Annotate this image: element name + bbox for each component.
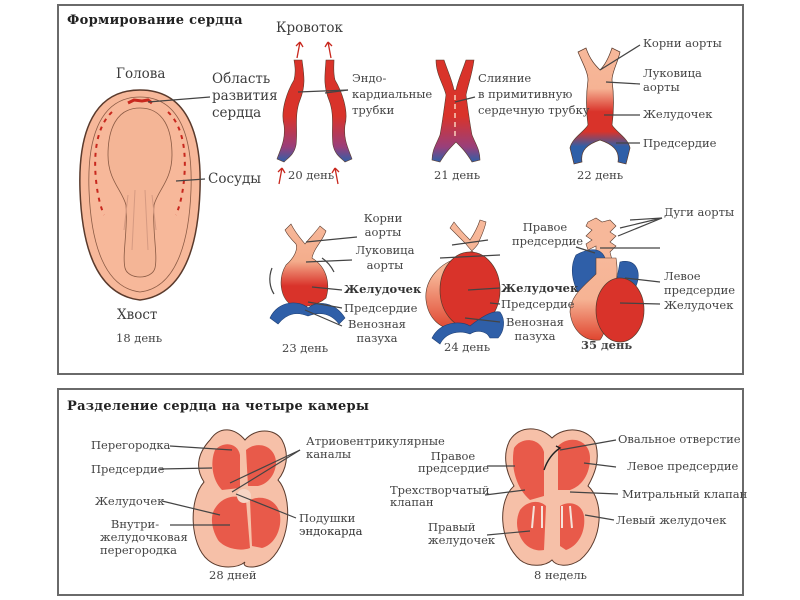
endocardial-tubes-label-1: Эндо- xyxy=(352,71,387,85)
day28-atrium-label: Предсердие xyxy=(91,462,165,476)
day22-aortic-bulb-label-1: Луковица xyxy=(643,66,702,80)
day28-av-canals-label-1: Атриовентрикулярные xyxy=(306,434,445,448)
embryo-caption: 18 день xyxy=(116,331,163,345)
day35-right-atrium-label-2: предсердие xyxy=(512,234,584,248)
day28-caption: 28 дней xyxy=(209,568,257,582)
day23-aortic-roots-label-1: Корни xyxy=(363,211,403,225)
day24-atrium-label: Предсердие xyxy=(501,297,575,311)
fusion-label-1: Слияние xyxy=(478,71,532,85)
day28-cushions-label-2: эндокарда xyxy=(299,524,363,538)
day28-av-canals-label-2: каналы xyxy=(306,447,352,461)
fusion-label-2: в примитивную xyxy=(478,87,573,101)
day23-sinus-label-2: пазуха xyxy=(356,331,398,345)
head-label: Голова xyxy=(116,66,166,82)
heart-formation-title: Формирование сердца xyxy=(67,13,243,28)
day23-sinus-label-1: Венозная xyxy=(348,317,406,331)
week8-tricuspid-label-1: Трехстворчатый xyxy=(390,483,490,497)
day23-aortic-bulb-label-1: Луковица xyxy=(355,243,415,257)
day23-aortic-bulb-label-2: аорты xyxy=(366,258,404,272)
tail-label: Хвост xyxy=(117,307,158,323)
day28-septum-label: Перегородка xyxy=(91,438,171,452)
day35-left-atrium-label-1: Левое xyxy=(664,269,701,283)
day28-iv-septum-label-1: Внутри- xyxy=(110,517,160,531)
day21-caption: 21 день xyxy=(434,168,481,182)
day24-ventricle-label: Желудочек xyxy=(501,281,579,295)
blood-flow-label: Кровоток xyxy=(276,20,343,36)
heart-area-label-2: развития xyxy=(212,88,278,104)
day23-ventricle-label: Желудочек xyxy=(344,282,422,296)
week8-right-ventricle-label-2: желудочек xyxy=(428,533,496,547)
endocardial-tubes-label-3: трубки xyxy=(352,103,395,117)
day22-atrium-label: Предсердие xyxy=(643,136,717,150)
heart-area-label-3: сердца xyxy=(212,105,262,121)
day23-atrium-label: Предсердие xyxy=(344,301,418,315)
week8-right-ventricle-label-1: Правый xyxy=(428,520,476,534)
day22-ventricle-label: Желудочек xyxy=(643,107,713,121)
week8-tricuspid-label-2: клапан xyxy=(390,495,434,509)
week8-right-atrium-label-1: Правое xyxy=(430,449,476,463)
day28-iv-septum-label-2: желудочковая xyxy=(100,530,188,544)
day22-caption: 22 день xyxy=(577,168,624,182)
heart-area-label-1: Область xyxy=(212,71,271,87)
heart-division-title: Разделение сердца на четыре камеры xyxy=(67,399,370,414)
day20-caption: 20 день xyxy=(288,168,335,182)
week8-foramen-ovale-label: Овальное отверстие xyxy=(618,432,741,446)
week8-left-ventricle-label: Левый желудочек xyxy=(616,513,727,527)
day22-aortic-bulb-label-2: аорты xyxy=(643,80,680,94)
day28-ventricle-label: Желудочек xyxy=(95,494,165,508)
week8-left-atrium-label: Левое предсердие xyxy=(627,459,739,473)
vessels-label: Сосуды xyxy=(208,171,262,187)
week8-right-atrium-label-2: предсердие xyxy=(418,461,490,475)
day22-aortic-roots-label: Корни аорты xyxy=(643,36,722,50)
day28-cushions-label-1: Подушки xyxy=(299,511,356,525)
day35-left-atrium-label-2: предсердие xyxy=(664,283,736,297)
day24-caption: 24 день xyxy=(444,340,491,354)
day23-aortic-roots-label-2: аорты xyxy=(364,225,402,239)
day35-aortic-arches-label: Дуги аорты xyxy=(664,205,735,219)
day24-sinus-label-2: пазуха xyxy=(514,329,556,343)
day35-caption: 35 день xyxy=(581,338,633,352)
day24-sinus-label-1: Венозная xyxy=(506,315,564,329)
day28-iv-septum-label-3: перегородка xyxy=(100,543,177,557)
day35-ventricle-label: Желудочек xyxy=(664,298,734,312)
heart-division-panel xyxy=(57,388,744,596)
fusion-label-3: сердечную трубку xyxy=(478,103,590,117)
week8-mitral-label: Митральный клапан xyxy=(622,487,748,501)
day35-right-atrium-label-1: Правое xyxy=(522,220,568,234)
day23-caption: 23 день xyxy=(282,341,329,355)
week8-caption: 8 недель xyxy=(534,568,587,582)
endocardial-tubes-label-2: кардиальные xyxy=(352,87,433,101)
